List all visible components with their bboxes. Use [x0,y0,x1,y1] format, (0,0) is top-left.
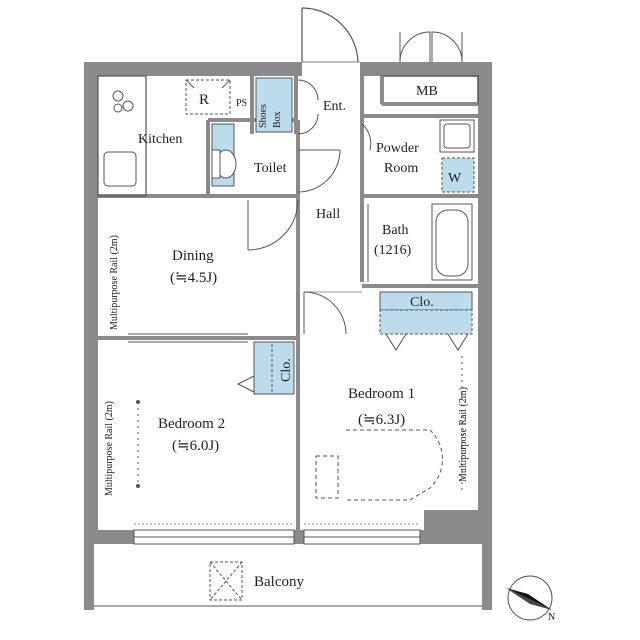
dining-size: (≒4.5J) [170,270,217,286]
shoes-door [297,79,319,135]
bedroom2-closet [236,341,295,395]
bedroom1-rail-label: Multipurpose Rail (2m) [458,387,469,482]
entrance-door [301,7,360,63]
balcony-label: Balcony [254,574,304,590]
bedroom1-closet [379,291,473,351]
powder-room-fixtures [439,119,475,193]
bedroom1-door [303,291,362,335]
bedroom2-label: Bedroom 2 [158,416,225,432]
bedroom1-bed-outline [315,429,443,501]
bedroom2-rail-label: Multipurpose Rail (2m) [104,401,115,496]
shoes-box [255,77,293,133]
south-windows [133,529,421,545]
entrance-label: Ent. [323,99,346,114]
kitchen-label: Kitchen [138,132,182,147]
toilet-label: Toilet [254,161,287,176]
meter-box-label: MB [416,84,438,99]
bathtub [431,203,473,281]
balcony-wall-right [482,540,492,610]
refrigerator-space [185,79,231,115]
north-wall-left [84,62,302,76]
toilet-fixture [211,123,237,187]
dining-door [247,199,299,251]
powder-room-door [361,123,372,151]
shoes-box-label-1: Shoes [258,104,269,128]
toilet-door [297,149,341,193]
bedroom1-closet-label: Clo. [410,295,434,310]
meter-box [380,75,479,106]
north-wall-right [360,62,492,76]
bedroom2-rail-end [136,400,140,404]
dining-label: Dining [172,248,214,264]
pipe-space-label: PS [236,98,247,109]
balcony-area [94,561,482,607]
refrigerator-label: R [199,92,209,108]
bedroom1-label: Bedroom 1 [348,386,415,402]
compass-icon [506,575,553,621]
dining-rail-label: Multipurpose Rail (2m) [109,235,120,330]
balcony-wall-left [84,540,94,610]
bedroom2-size: (≒6.0J) [172,438,219,454]
compass-north-label: N [548,612,555,623]
powder-room-label-1: Powder [376,141,419,156]
east-wall [478,62,492,544]
west-wall [84,62,98,544]
bedroom2-closet-label: Clo. [279,358,294,382]
mb-doors [399,31,463,63]
powder-room-label-2: Room [384,161,418,176]
dining-bedroom2-slider [128,333,248,343]
bath-size: (1216) [374,243,412,258]
column-corner [424,510,480,544]
outer-walls [84,62,492,610]
washer-label: W [448,171,462,186]
bedroom2-rail-end [136,484,140,488]
shoes-box-label-2: Box [272,111,283,128]
bedroom1-size: (≒6.3J) [358,412,405,428]
hall-label: Hall [316,207,340,222]
bath-label: Bath [382,223,408,238]
kitchen-counter [97,75,147,197]
